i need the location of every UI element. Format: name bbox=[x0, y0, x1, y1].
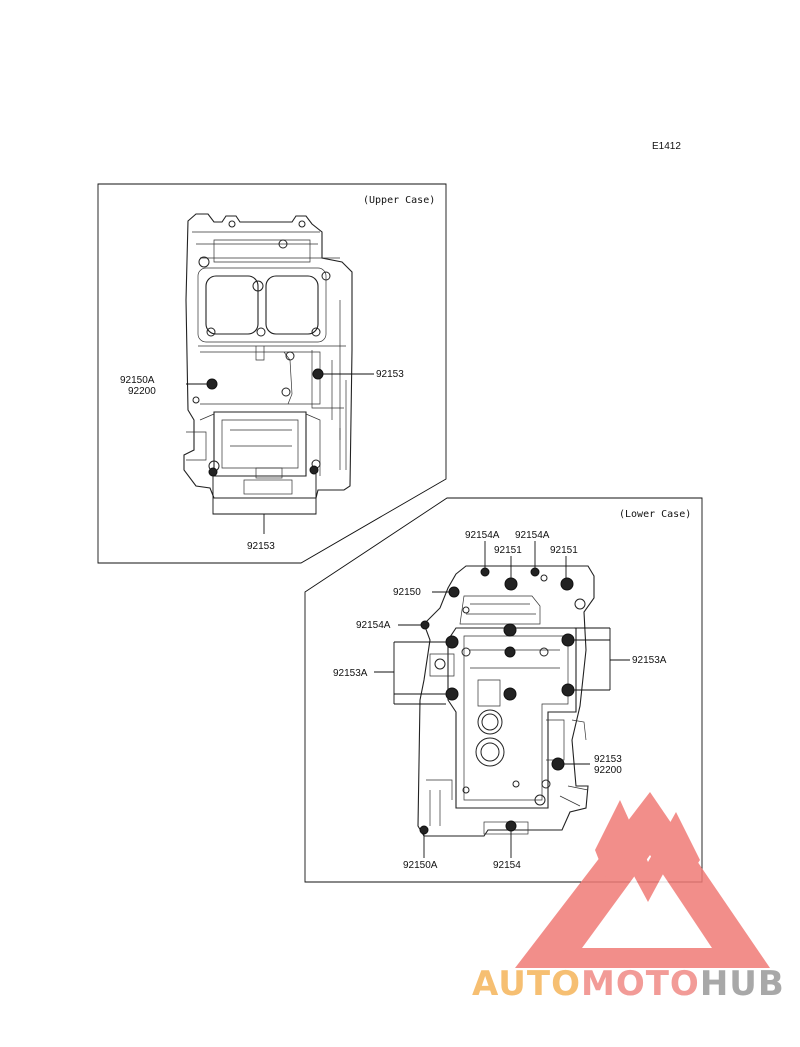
bolt-92153a-2 bbox=[503, 623, 517, 637]
label-92153-upper-bottom: 92153 bbox=[247, 541, 275, 552]
bolt-92154-lower bbox=[505, 820, 517, 832]
label-92153a-right: 92153A bbox=[632, 655, 667, 666]
bolt-92153a-1 bbox=[445, 635, 459, 649]
label-92150a-upper: 92150A bbox=[120, 375, 155, 386]
bolt-92153-upper-bottom-left bbox=[208, 467, 218, 477]
upper-crankcase-drawing bbox=[183, 213, 353, 499]
bolt-92150a-upper bbox=[206, 378, 218, 390]
watermark-moto: MOTO bbox=[581, 964, 700, 1004]
bolt-92154a-left bbox=[420, 620, 430, 630]
bolt-92153a-3 bbox=[561, 633, 575, 647]
lower-crankcase-drawing bbox=[417, 565, 595, 837]
label-92154-lower: 92154 bbox=[493, 860, 521, 871]
bolt-92154a-top-2 bbox=[530, 567, 540, 577]
label-92153-lower: 92153 bbox=[594, 754, 622, 765]
upper-case-panel: (Upper Case) bbox=[97, 183, 447, 564]
label-92153a-left: 92153A bbox=[333, 668, 368, 679]
label-92154a-top-1: 92154A bbox=[465, 530, 500, 541]
bolt-92153a-5 bbox=[445, 687, 459, 701]
lower-case-caption: (Lower Case) bbox=[619, 509, 691, 520]
label-92151-2: 92151 bbox=[550, 545, 578, 556]
bolt-92153-upper-bottom-right bbox=[309, 465, 319, 475]
label-92151-1: 92151 bbox=[494, 545, 522, 556]
watermark-hub: HUB bbox=[700, 964, 785, 1004]
watermark-auto: AUTO bbox=[472, 964, 581, 1004]
watermark-text: AUTOMOTOHUB bbox=[472, 964, 785, 1004]
bolt-92150a-lower bbox=[419, 825, 429, 835]
label-92154a-top-2: 92154A bbox=[515, 530, 550, 541]
bolt-92151-1 bbox=[504, 577, 518, 591]
label-92154a-left: 92154A bbox=[356, 620, 391, 631]
bolt-92154a-top-1 bbox=[480, 567, 490, 577]
upper-case-caption: (Upper Case) bbox=[363, 195, 435, 206]
bolt-92151-2 bbox=[560, 577, 574, 591]
bolt-92153-upper-right bbox=[312, 368, 324, 380]
bolt-92153a-7 bbox=[561, 683, 575, 697]
bolt-92150-lower bbox=[448, 586, 460, 598]
label-92200-lower: 92200 bbox=[594, 765, 622, 776]
label-92150a-lower: 92150A bbox=[403, 860, 438, 871]
bolt-92153-lower bbox=[551, 757, 565, 771]
label-92150-lower: 92150 bbox=[393, 587, 421, 598]
automotohub-watermark: AUTOMOTOHUB bbox=[472, 792, 785, 1004]
label-92200-upper: 92200 bbox=[128, 386, 156, 397]
bolt-92153a-6 bbox=[503, 687, 517, 701]
lower-case-panel: (Lower Case) bbox=[304, 497, 703, 883]
watermark-triangle-logo bbox=[515, 792, 770, 968]
bolt-92153a-4 bbox=[504, 646, 516, 658]
diagram-id: E1412 bbox=[652, 141, 681, 152]
label-92153-upper-right: 92153 bbox=[376, 369, 404, 380]
